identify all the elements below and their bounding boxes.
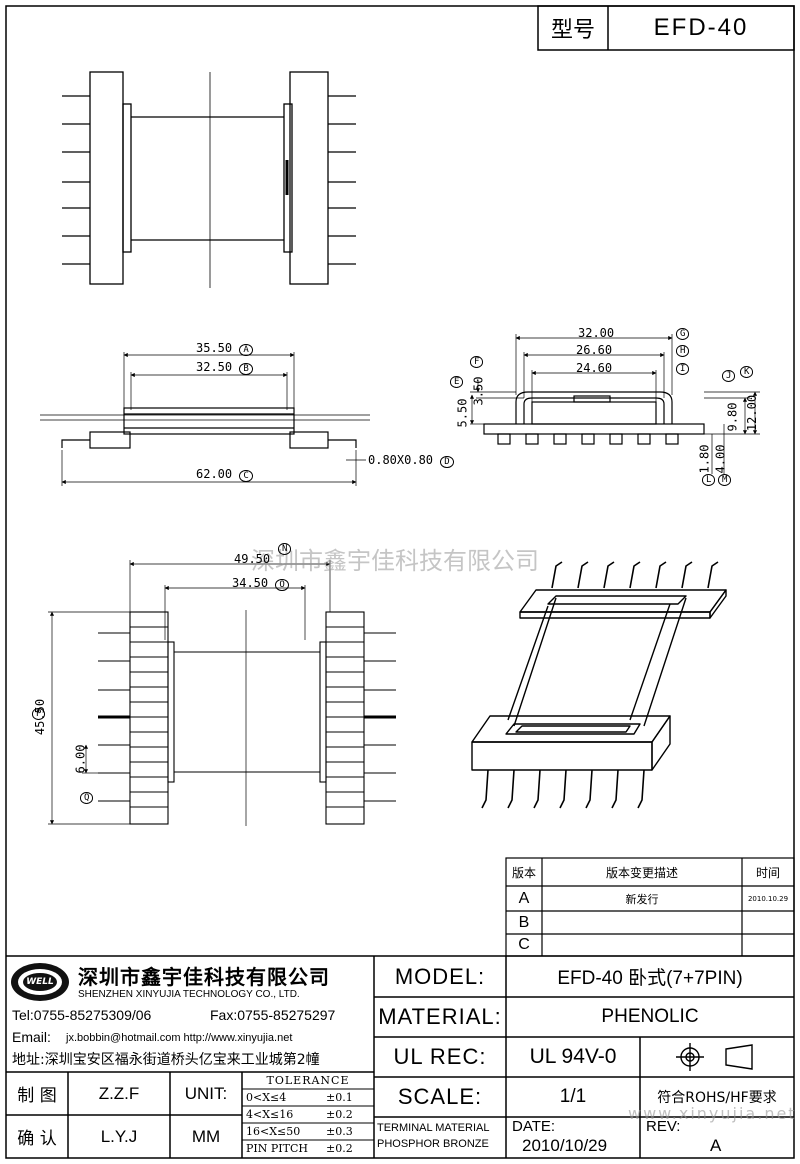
company-name-cn: 深圳市鑫宇佳科技有限公司 [78,965,330,989]
date-label: DATE: [512,1118,556,1135]
dim-e: 5.50 [455,398,470,428]
ref-b-badge: B [239,363,253,375]
tolerance-row-1-range: 0<X≤4 [246,1091,287,1104]
ref-o-badge: O [275,579,289,591]
company-name-en: SHENZHEN XINYUJIA TECHNOLOGY CO., LTD. [78,989,300,1000]
rev-row-a-desc: 新发行 [625,892,659,906]
ref-l-badge: L [702,474,716,486]
ref-a-badge: A [239,344,253,356]
ul-symbols [676,1043,753,1071]
side-view-drawing [469,334,760,474]
model-label: MODEL: [394,963,486,989]
company-tel: Tel:0755-85275309/06 [12,1007,152,1023]
checked-by-value: L.Y.J [100,1126,138,1146]
company-email-value: jx.bobbin@hotmail.com http://www.xinyuji… [66,1032,293,1044]
company-fax: Fax:0755-85275297 [210,1007,336,1023]
rev-header-version: 版本 [511,865,536,880]
isometric-view-drawing [471,561,727,809]
scale-value: 1/1 [559,1086,587,1107]
ref-f-badge: F [470,356,484,368]
rev-row-b-version: B [518,913,530,931]
dim-b: 32.50 B [196,360,253,375]
dim-f: 3.50 [471,376,486,406]
company-email-label: Email: [12,1029,51,1045]
ref-n-badge: N [278,543,292,555]
date-value: 2010/10/29 [522,1136,608,1155]
dim-i: 24.60 [576,361,613,375]
unit-value: MM [191,1126,221,1146]
terminal-material-2: PHOSPHOR BRONZE [377,1138,489,1150]
unit-label: UNIT: [184,1083,228,1103]
dim-a: 35.50 A [196,341,253,356]
dim-q: 6.00 [73,744,88,774]
material-value: PHENOLIC [601,1006,699,1027]
rev-row-a-date: 2010.10.29 [747,894,789,903]
rev-row-c-version: C [518,936,530,953]
model-value: EFD-40 卧式(7+7PIN) [557,968,743,989]
ref-q-badge: Q [80,792,94,804]
watermark-corner: www.xinyujia.net [628,1104,797,1123]
dim-g: 32.00 [578,326,615,340]
tolerance-title: TOLERANCE [266,1074,350,1087]
ref-e-badge: E [450,376,464,388]
bottom-view-drawing [48,560,396,826]
ref-d-badge: D [440,456,454,468]
ref-h-badge: H [676,345,690,357]
header-model-box [537,5,795,51]
dim-k: 12.00 [745,394,760,432]
tolerance-row-1-tol: ±0.1 [326,1091,353,1104]
dim-o: 34.50 O [232,576,289,591]
header-model-label: 型号 [550,17,595,42]
drawn-by-value: Z.Z.F [98,1083,140,1103]
rev-row-a-version: A [518,889,530,907]
ref-i-badge: I [676,363,690,375]
company-logo [11,963,69,1001]
dim-j: 9.80 [725,402,740,432]
dim-c: 62.00 C [196,467,253,482]
tolerance-row-2-tol: ±0.2 [326,1108,353,1121]
top-view-drawing [62,71,356,288]
ul-rec-label: UL REC: [393,1044,487,1069]
rev-label: REV: [646,1118,681,1135]
rohs-note: 符合ROHS/HF要求 [657,1090,777,1106]
drawn-by-label: 制 图 [17,1086,57,1106]
tolerance-row-2-range: 4<X≤16 [246,1108,294,1121]
rev-value: A [710,1136,722,1155]
title-block-grid [6,955,794,1158]
tolerance-row-4-range: PIN PITCH [246,1142,308,1155]
ref-c-badge: C [239,470,253,482]
ref-k-badge: K [740,366,754,378]
tolerance-row-3-tol: ±0.3 [326,1125,353,1138]
tolerance-row-3-range: 16<X≤50 [246,1125,301,1138]
dim-m: 4.00 [713,444,728,474]
ul-rec-value: UL 94V-0 [529,1045,617,1068]
ref-m-badge: M [718,474,732,486]
dim-n: 49.50 [234,552,271,566]
ref-g-badge: G [676,328,690,340]
scale-label: SCALE: [397,1084,483,1109]
logo-text: WELL [26,977,54,987]
header-model-value: EFD-40 [653,14,749,41]
watermark-center: 深圳市鑫宇佳科技有限公司 [251,546,539,575]
checked-by-label: 确 认 [17,1129,57,1149]
company-address: 地址:深圳宝安区福永街道桥头亿宝来工业城第2幢 [12,1052,320,1068]
front-view-drawing [40,352,370,486]
ref-p-badge: P [32,708,46,720]
material-label: MATERIAL: [378,1004,502,1029]
dim-h: 26.60 [576,343,613,357]
dim-l: 1.80 [697,444,712,474]
terminal-material-1: TERMINAL MATERIAL [377,1122,490,1134]
tolerance-row-4-tol: ±0.2 [326,1142,353,1155]
dim-d: 0.80X0.80 D [368,453,454,468]
rev-header-desc: 版本变更描述 [605,865,678,880]
rev-header-date: 时间 [755,865,780,880]
ref-j-badge: J [722,370,736,382]
